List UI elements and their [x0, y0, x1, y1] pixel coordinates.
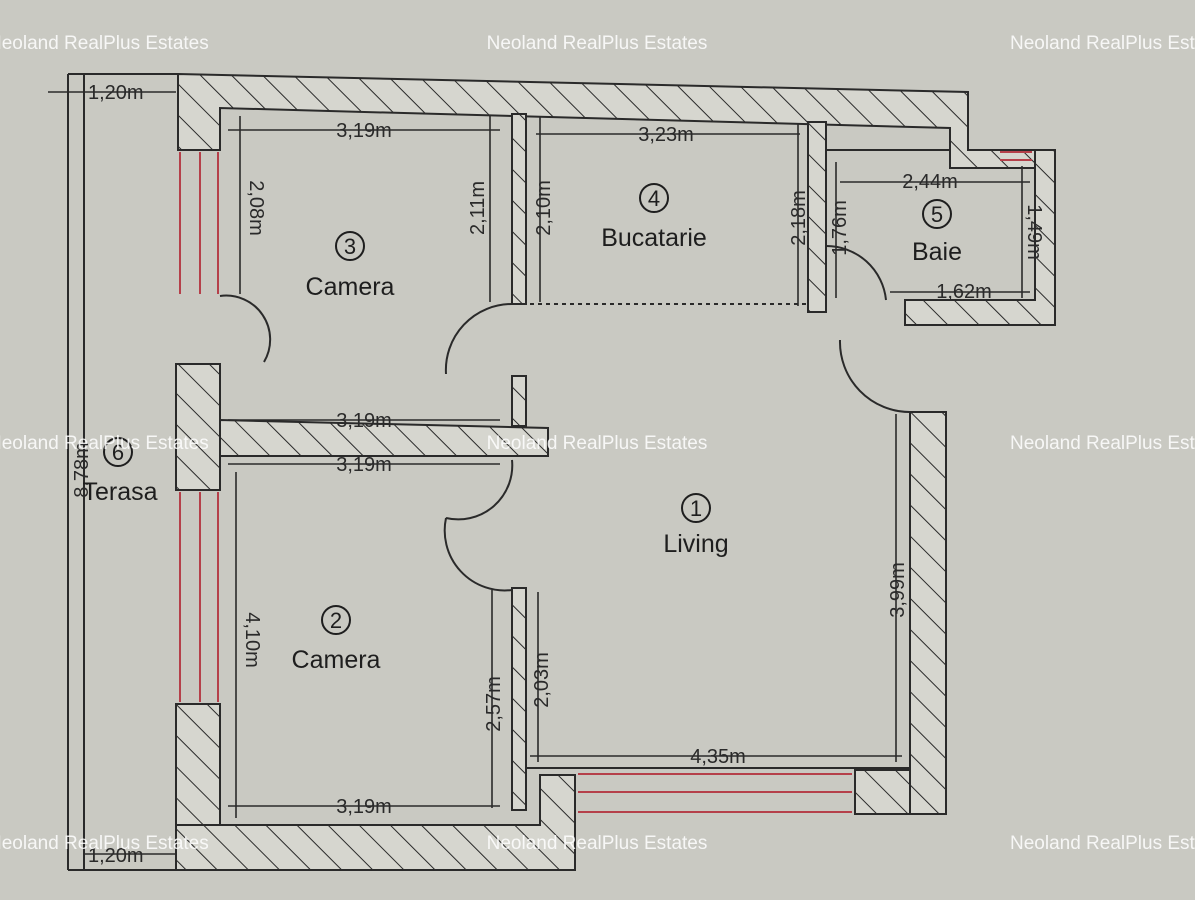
dim-bath-bottom: 1,62m — [936, 281, 992, 303]
watermark: Neoland RealPlus Estates — [0, 833, 209, 854]
dim-kitchen-right: 2,18m — [788, 190, 810, 246]
wall-between-rooms — [219, 418, 549, 457]
wall-c3-kitchen — [511, 113, 527, 305]
wall-kitchen-bath — [807, 121, 827, 313]
outlines — [67, 73, 950, 871]
dim-kitchen-width: 3,23m — [638, 124, 694, 146]
room-number-baie: 5 — [931, 202, 943, 227]
wall-c3-living — [511, 375, 527, 427]
watermark: Neoland RealPlus Estates — [0, 33, 209, 54]
watermark: Neoland RealPlus Estates — [487, 833, 708, 854]
watermark: Neoland RealPlus Estates — [487, 433, 708, 454]
dim-terrace-bottom: 1,20m — [88, 845, 144, 867]
room-label-bucatarie: Bucatarie — [601, 224, 707, 252]
room-label-terasa: Terasa — [82, 478, 157, 506]
wall-bottom-right — [854, 769, 911, 815]
dim-terrace-top: 1,20m — [88, 82, 144, 104]
dim-bath-right: 1,49m — [1023, 204, 1045, 260]
dimension-lines — [48, 91, 1030, 855]
dim-bath-width: 2,44m — [902, 171, 958, 193]
dimension-labels: 1,20m 1,20m 8,78m 3,19m 2,08m 2,11m 3,19… — [71, 82, 1045, 867]
room-number-camera-2: 2 — [330, 608, 342, 633]
dim-c3-width: 3,19m — [336, 120, 392, 142]
room-labels: 1 Living 2 Camera 3 Camera 4 Bucatarie 5… — [82, 186, 962, 674]
wall-bath — [904, 149, 1056, 326]
room-label-living: Living — [663, 530, 728, 558]
room-number-circles — [103, 183, 952, 635]
doors — [219, 244, 911, 592]
dim-c3-bottom: 3,19m — [336, 410, 392, 432]
wall-left-middle — [175, 363, 221, 491]
dim-c2-left: 4,10m — [241, 612, 263, 668]
watermarks: Neoland RealPlus Estates Neoland RealPlu… — [0, 33, 1195, 854]
dim-terrace-length: 8,78m — [71, 442, 93, 498]
windows — [179, 151, 1032, 813]
dim-living-bottom: 4,35m — [690, 746, 746, 768]
dim-c2-right: 2,57m — [483, 676, 505, 732]
watermark: Neoland RealPlus Estates — [1010, 433, 1195, 454]
room-label-camera-3: Camera — [306, 273, 395, 301]
dim-kitchen-left: 2,10m — [533, 180, 555, 236]
dim-c2-bottom: 3,19m — [336, 796, 392, 818]
dim-c2-top: 3,19m — [336, 454, 392, 476]
wall-c2-living — [511, 587, 527, 811]
dim-bath-left: 1,76m — [829, 200, 851, 256]
room-number-living: 1 — [690, 496, 702, 521]
room-label-baie: Baie — [912, 238, 962, 266]
wall-right — [909, 411, 947, 815]
watermark: Neoland RealPlus Estates — [1010, 833, 1195, 854]
dim-c3-right: 2,11m — [467, 181, 489, 235]
dim-living-right: 3,99m — [887, 562, 909, 618]
wall-top — [177, 72, 1041, 169]
watermark: Neoland RealPlus Estates — [1010, 33, 1195, 54]
dim-c3-height: 2,08m — [245, 180, 267, 236]
room-label-camera-2: Camera — [292, 646, 381, 674]
watermark: Neoland RealPlus Estates — [487, 33, 708, 54]
room-number-camera-3: 3 — [344, 234, 356, 259]
dim-living-left: 2,03m — [531, 652, 553, 708]
watermark: Neoland RealPlus Estates — [0, 433, 209, 454]
room-number-terasa: 6 — [112, 440, 124, 465]
walls — [175, 72, 1056, 871]
room-number-bucatarie: 4 — [648, 186, 660, 211]
